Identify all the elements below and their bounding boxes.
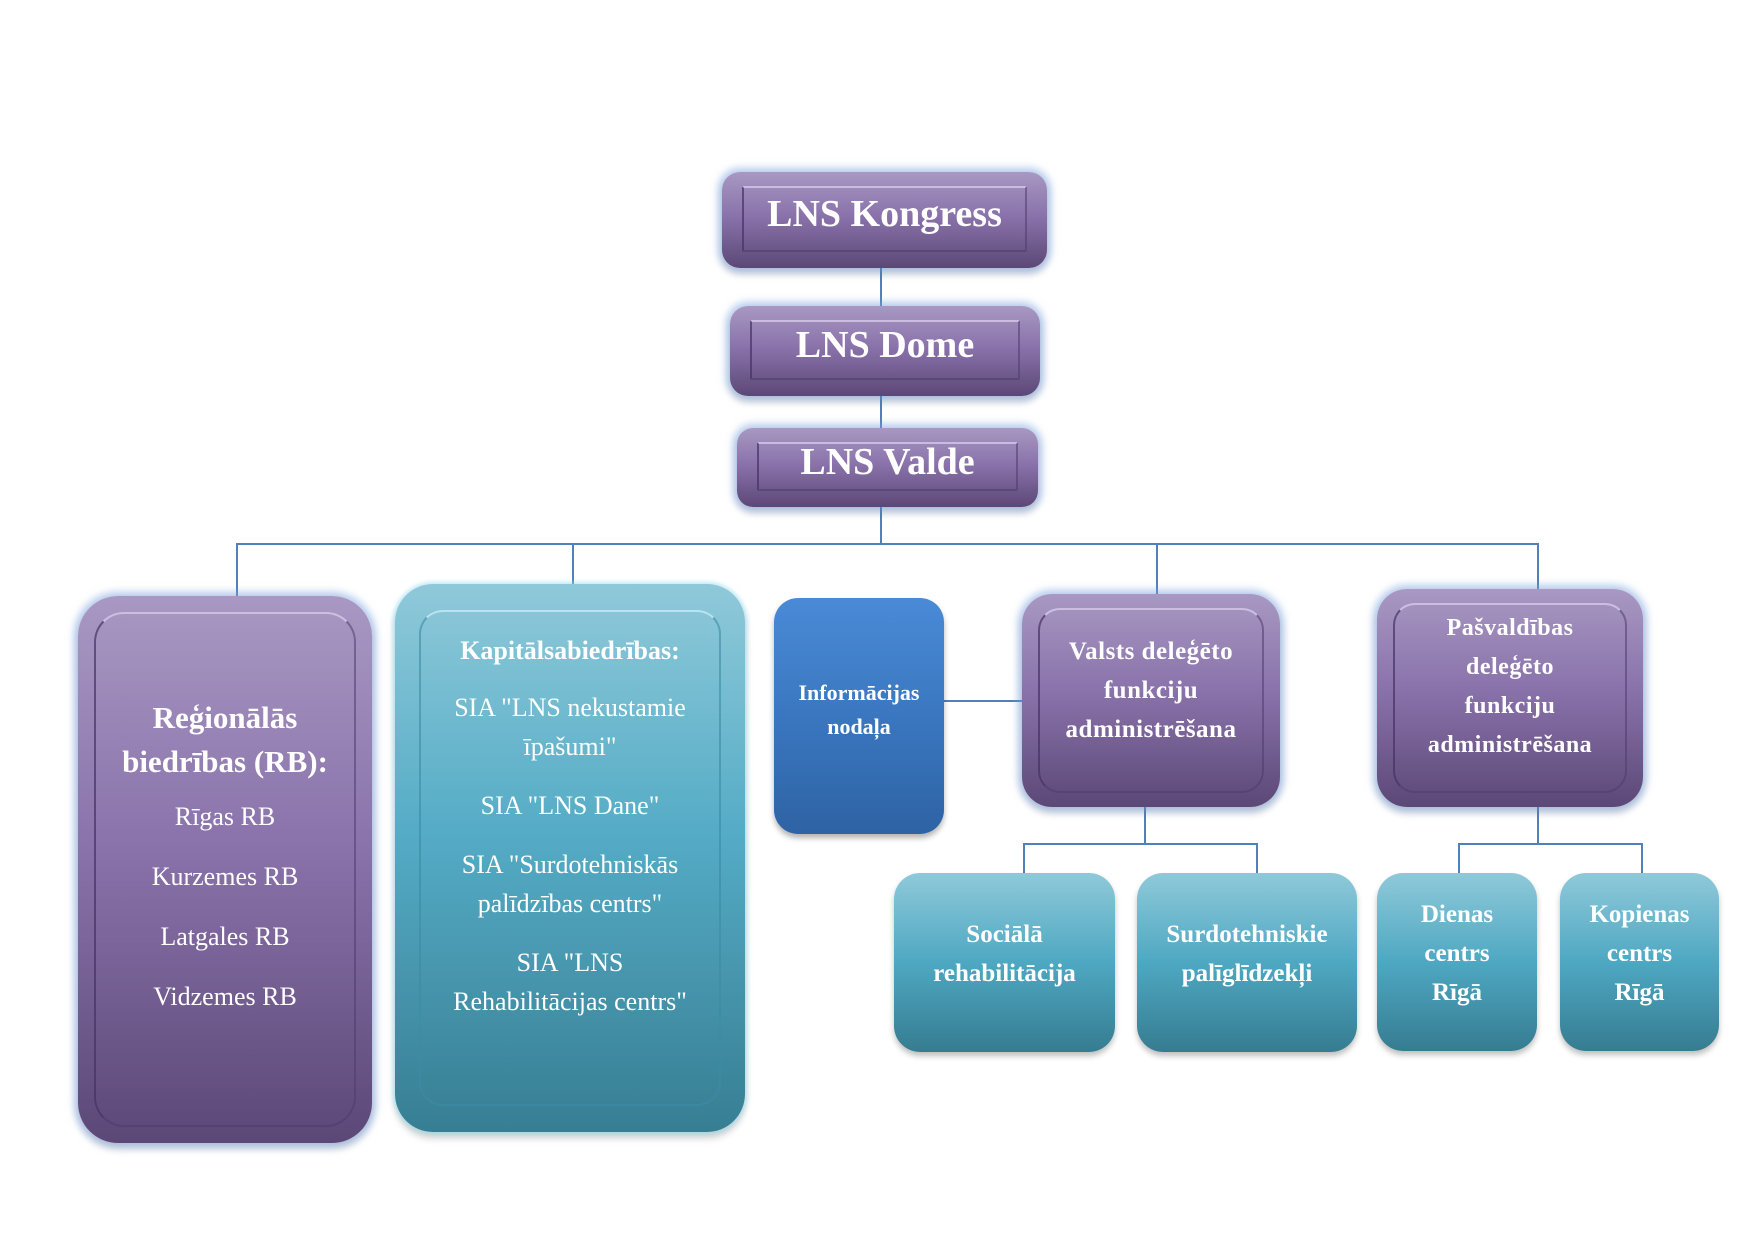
connector-to-social	[1023, 843, 1025, 873]
state-line: administrēšana	[1065, 716, 1237, 743]
connector-municipal-children	[1537, 807, 1539, 843]
regional-title-line: Reģionālās	[152, 700, 298, 735]
connector-state-children	[1144, 807, 1146, 843]
community-center-line: centrs	[1606, 940, 1673, 967]
social-line: Sociālā	[966, 921, 1043, 948]
regional-title-line: biedrības (RB):	[122, 744, 328, 779]
company-item: SIA "LNS Dane"	[453, 786, 687, 825]
day-center-line: Dienas	[1420, 901, 1494, 928]
connector-bus-companies	[572, 543, 574, 585]
company-item: SIA "Surdotehniskās palīdzības centrs"	[453, 845, 687, 923]
municipal-line: funkciju	[1464, 693, 1556, 719]
node-info-department[interactable]: Informācijas nodaļa	[774, 598, 944, 834]
node-regional-associations[interactable]: Reģionālās biedrības (RB): Rīgas RB Kurz…	[78, 596, 372, 1143]
node-companies[interactable]: Kapitālsabiedrības: SIA "LNS nekustamie …	[395, 584, 745, 1132]
connector-state-bus	[1023, 843, 1258, 845]
node-state-delegated[interactable]: Valsts deleģēto funkciju administrēšana	[1022, 594, 1280, 807]
info-line: nodaļa	[827, 714, 891, 739]
node-day-center[interactable]: Dienas centrs Rīgā	[1377, 873, 1537, 1051]
connector-bus-regional	[236, 543, 238, 598]
regional-item: Vidzemes RB	[153, 982, 297, 1011]
connector-municipal-bus	[1458, 843, 1643, 845]
connector-to-surdo	[1256, 843, 1258, 873]
company-item: SIA "LNS Rehabilitācijas centrs"	[453, 943, 687, 1021]
connector-main-bus	[236, 543, 1538, 545]
regional-item: Rīgas RB	[174, 802, 276, 831]
state-line: funkciju	[1103, 677, 1199, 704]
node-technical-aids[interactable]: Surdotehniskie palīglīdzekļi	[1137, 873, 1357, 1052]
node-community-center[interactable]: Kopienas centrs Rīgā	[1560, 873, 1719, 1051]
node-kongress-label: LNS Kongress	[767, 193, 1002, 235]
node-social-rehabilitation[interactable]: Sociālā rehabilitācija	[894, 873, 1115, 1052]
companies-list: SIA "LNS nekustamie īpašumi" SIA "LNS Da…	[453, 688, 687, 1021]
regional-title: Reģionālās biedrības (RB):	[122, 696, 328, 784]
company-item-line: SIA "LNS Dane"	[480, 791, 660, 820]
connector-kongress-dome	[880, 268, 882, 306]
info-line: Informācijas	[798, 680, 920, 705]
regional-item: Kurzemes RB	[151, 862, 299, 891]
regional-list: Rīgas RB Kurzemes RB Latgales RB Vidzeme…	[152, 802, 299, 1042]
company-item-line: SIA "LNS	[516, 948, 624, 977]
municipal-line: Pašvaldības	[1446, 615, 1574, 641]
community-center-line: Kopienas	[1589, 901, 1690, 928]
social-line: rehabilitācija	[933, 960, 1076, 987]
connector-info-state	[944, 700, 1024, 702]
surdo-line: palīglīdzekļi	[1181, 960, 1313, 987]
company-item: SIA "LNS nekustamie īpašumi"	[453, 688, 687, 766]
node-dome-label: LNS Dome	[795, 324, 975, 366]
connector-to-community-center	[1641, 843, 1643, 873]
node-kongress[interactable]: LNS Kongress	[722, 172, 1047, 268]
state-line: Valsts deleģēto	[1068, 638, 1234, 665]
regional-item: Latgales RB	[160, 922, 290, 951]
municipal-line: deleģēto	[1466, 654, 1554, 680]
company-item-line: SIA "LNS nekustamie	[454, 693, 686, 722]
company-item-line: Rehabilitācijas centrs"	[453, 987, 687, 1016]
company-item-line: īpašumi"	[523, 732, 617, 761]
companies-title: Kapitālsabiedrības:	[460, 636, 680, 665]
surdo-line: Surdotehniskie	[1166, 921, 1328, 948]
connector-to-day-center	[1458, 843, 1460, 873]
company-item-line: palīdzības centrs"	[477, 889, 663, 918]
connector-bus-municipal	[1537, 543, 1539, 589]
node-valde-label: LNS Valde	[800, 440, 975, 483]
company-item-line: SIA "Surdotehniskās	[461, 850, 679, 879]
community-center-line: Rīgā	[1614, 979, 1665, 1006]
node-valde[interactable]: LNS Valde	[737, 428, 1038, 507]
connector-dome-valde	[880, 396, 882, 428]
node-dome[interactable]: LNS Dome	[730, 306, 1040, 396]
day-center-line: centrs	[1424, 940, 1490, 967]
connector-valde-bus	[880, 507, 882, 544]
municipal-line: administrēšana	[1427, 732, 1593, 758]
day-center-line: Rīgā	[1432, 979, 1482, 1006]
node-municipal-delegated[interactable]: Pašvaldības deleģēto funkciju administrē…	[1377, 589, 1643, 807]
connector-bus-state	[1156, 543, 1158, 595]
